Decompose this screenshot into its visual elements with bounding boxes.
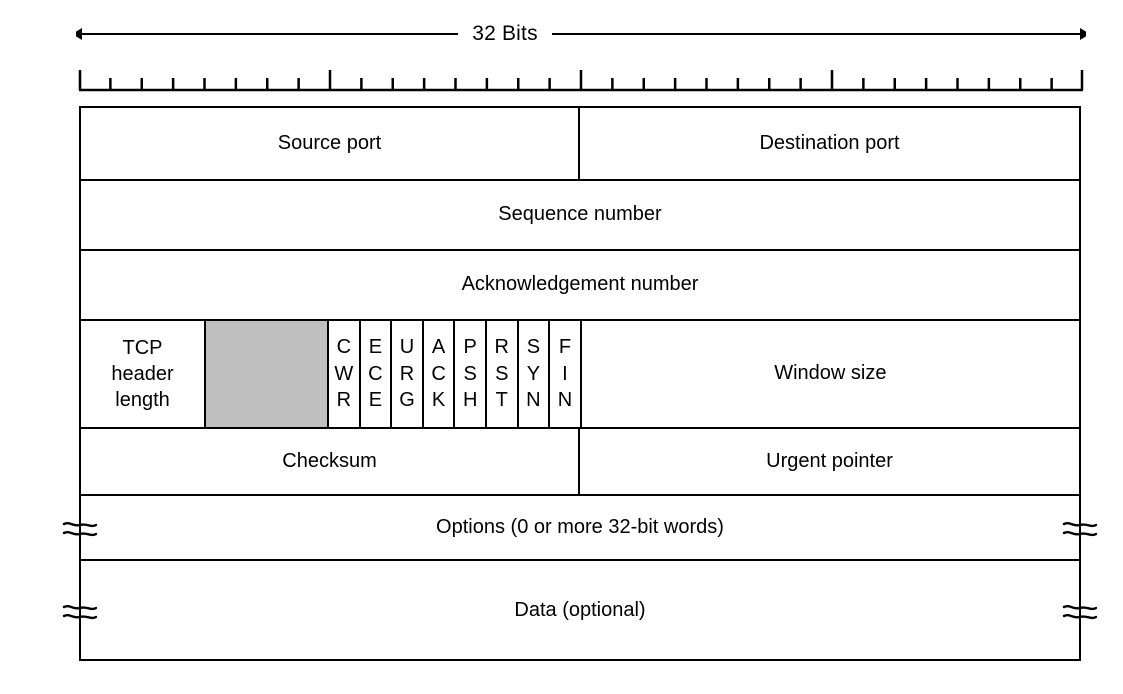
flag-ece-letter-1: E bbox=[368, 336, 383, 359]
width-label: 32 Bits bbox=[0, 18, 1010, 50]
flag-syn-letter-1: S bbox=[526, 336, 541, 359]
flag-ece-letter-2: C bbox=[368, 362, 383, 385]
row-acknowledgement-number: Acknowledgement number bbox=[81, 251, 1079, 321]
flag-ack-letter-1: A bbox=[431, 336, 446, 359]
flag-syn-letter-3: N bbox=[526, 389, 541, 412]
flag-rst-letter-3: T bbox=[495, 389, 508, 412]
field-window-size: Window size bbox=[774, 362, 887, 385]
field-data: Data (optional) bbox=[514, 599, 646, 622]
row-checksum: Checksum Urgent pointer bbox=[81, 429, 1079, 496]
flag-fin-letter-3: N bbox=[557, 389, 573, 412]
flag-fin-letter-2: I bbox=[562, 362, 568, 385]
tcp-header-length-line-1: TCP bbox=[122, 337, 163, 359]
flag-rst-letter-2: S bbox=[495, 362, 509, 385]
tcp-header-length-line-3: length bbox=[115, 389, 170, 411]
flag-urg-letter-1: U bbox=[399, 336, 415, 359]
flag-ack-letter-3: K bbox=[431, 389, 446, 412]
field-urgent-pointer: Urgent pointer bbox=[766, 449, 893, 472]
header-table: Source port Destination port Sequence nu… bbox=[62, 106, 1098, 661]
row-data: Data (optional) bbox=[62, 561, 1098, 661]
flag-syn-letter-2: Y bbox=[526, 362, 541, 385]
flag-rst-letter-1: R bbox=[494, 336, 509, 359]
field-checksum: Checksum bbox=[81, 429, 580, 494]
flag-psh-letter-2: S bbox=[463, 362, 477, 385]
field-acknowledgement-number: Acknowledgement number bbox=[461, 273, 699, 296]
flag-urg-letter-2: R bbox=[399, 362, 415, 385]
row-sequence-number: Sequence number bbox=[81, 181, 1079, 251]
flag-urg-letter-3: G bbox=[399, 389, 415, 412]
flag-cwr-letter-2: W bbox=[334, 362, 354, 385]
tcp-header-length-line-2: header bbox=[111, 363, 174, 385]
flag-cwr-letter-1: C bbox=[336, 336, 352, 359]
flag-psh-letter-3: H bbox=[462, 389, 478, 412]
field-tcp-header-length: TCP header length bbox=[81, 321, 206, 427]
row-options: Options (0 or more 32-bit words) bbox=[62, 496, 1098, 561]
flag-cwr-letter-3: R bbox=[336, 389, 352, 412]
width-label-text: 32 Bits bbox=[458, 22, 552, 45]
flag-fin-letter-1: F bbox=[558, 336, 572, 359]
field-reserved-shaded bbox=[206, 321, 329, 427]
flag-ece-letter-3: E bbox=[368, 389, 383, 412]
field-source-port: Source port bbox=[81, 108, 580, 179]
field-sequence-number: Sequence number bbox=[498, 203, 662, 226]
flag-psh-letter-1: P bbox=[463, 336, 477, 359]
field-options: Options (0 or more 32-bit words) bbox=[436, 515, 724, 538]
field-destination-port: Destination port bbox=[759, 131, 900, 154]
row-ports: Source port Destination port bbox=[81, 108, 1079, 181]
width-arrow-icon bbox=[76, 28, 1086, 40]
bit-ruler bbox=[78, 70, 1084, 92]
flag-ack-letter-2: C bbox=[431, 362, 446, 385]
